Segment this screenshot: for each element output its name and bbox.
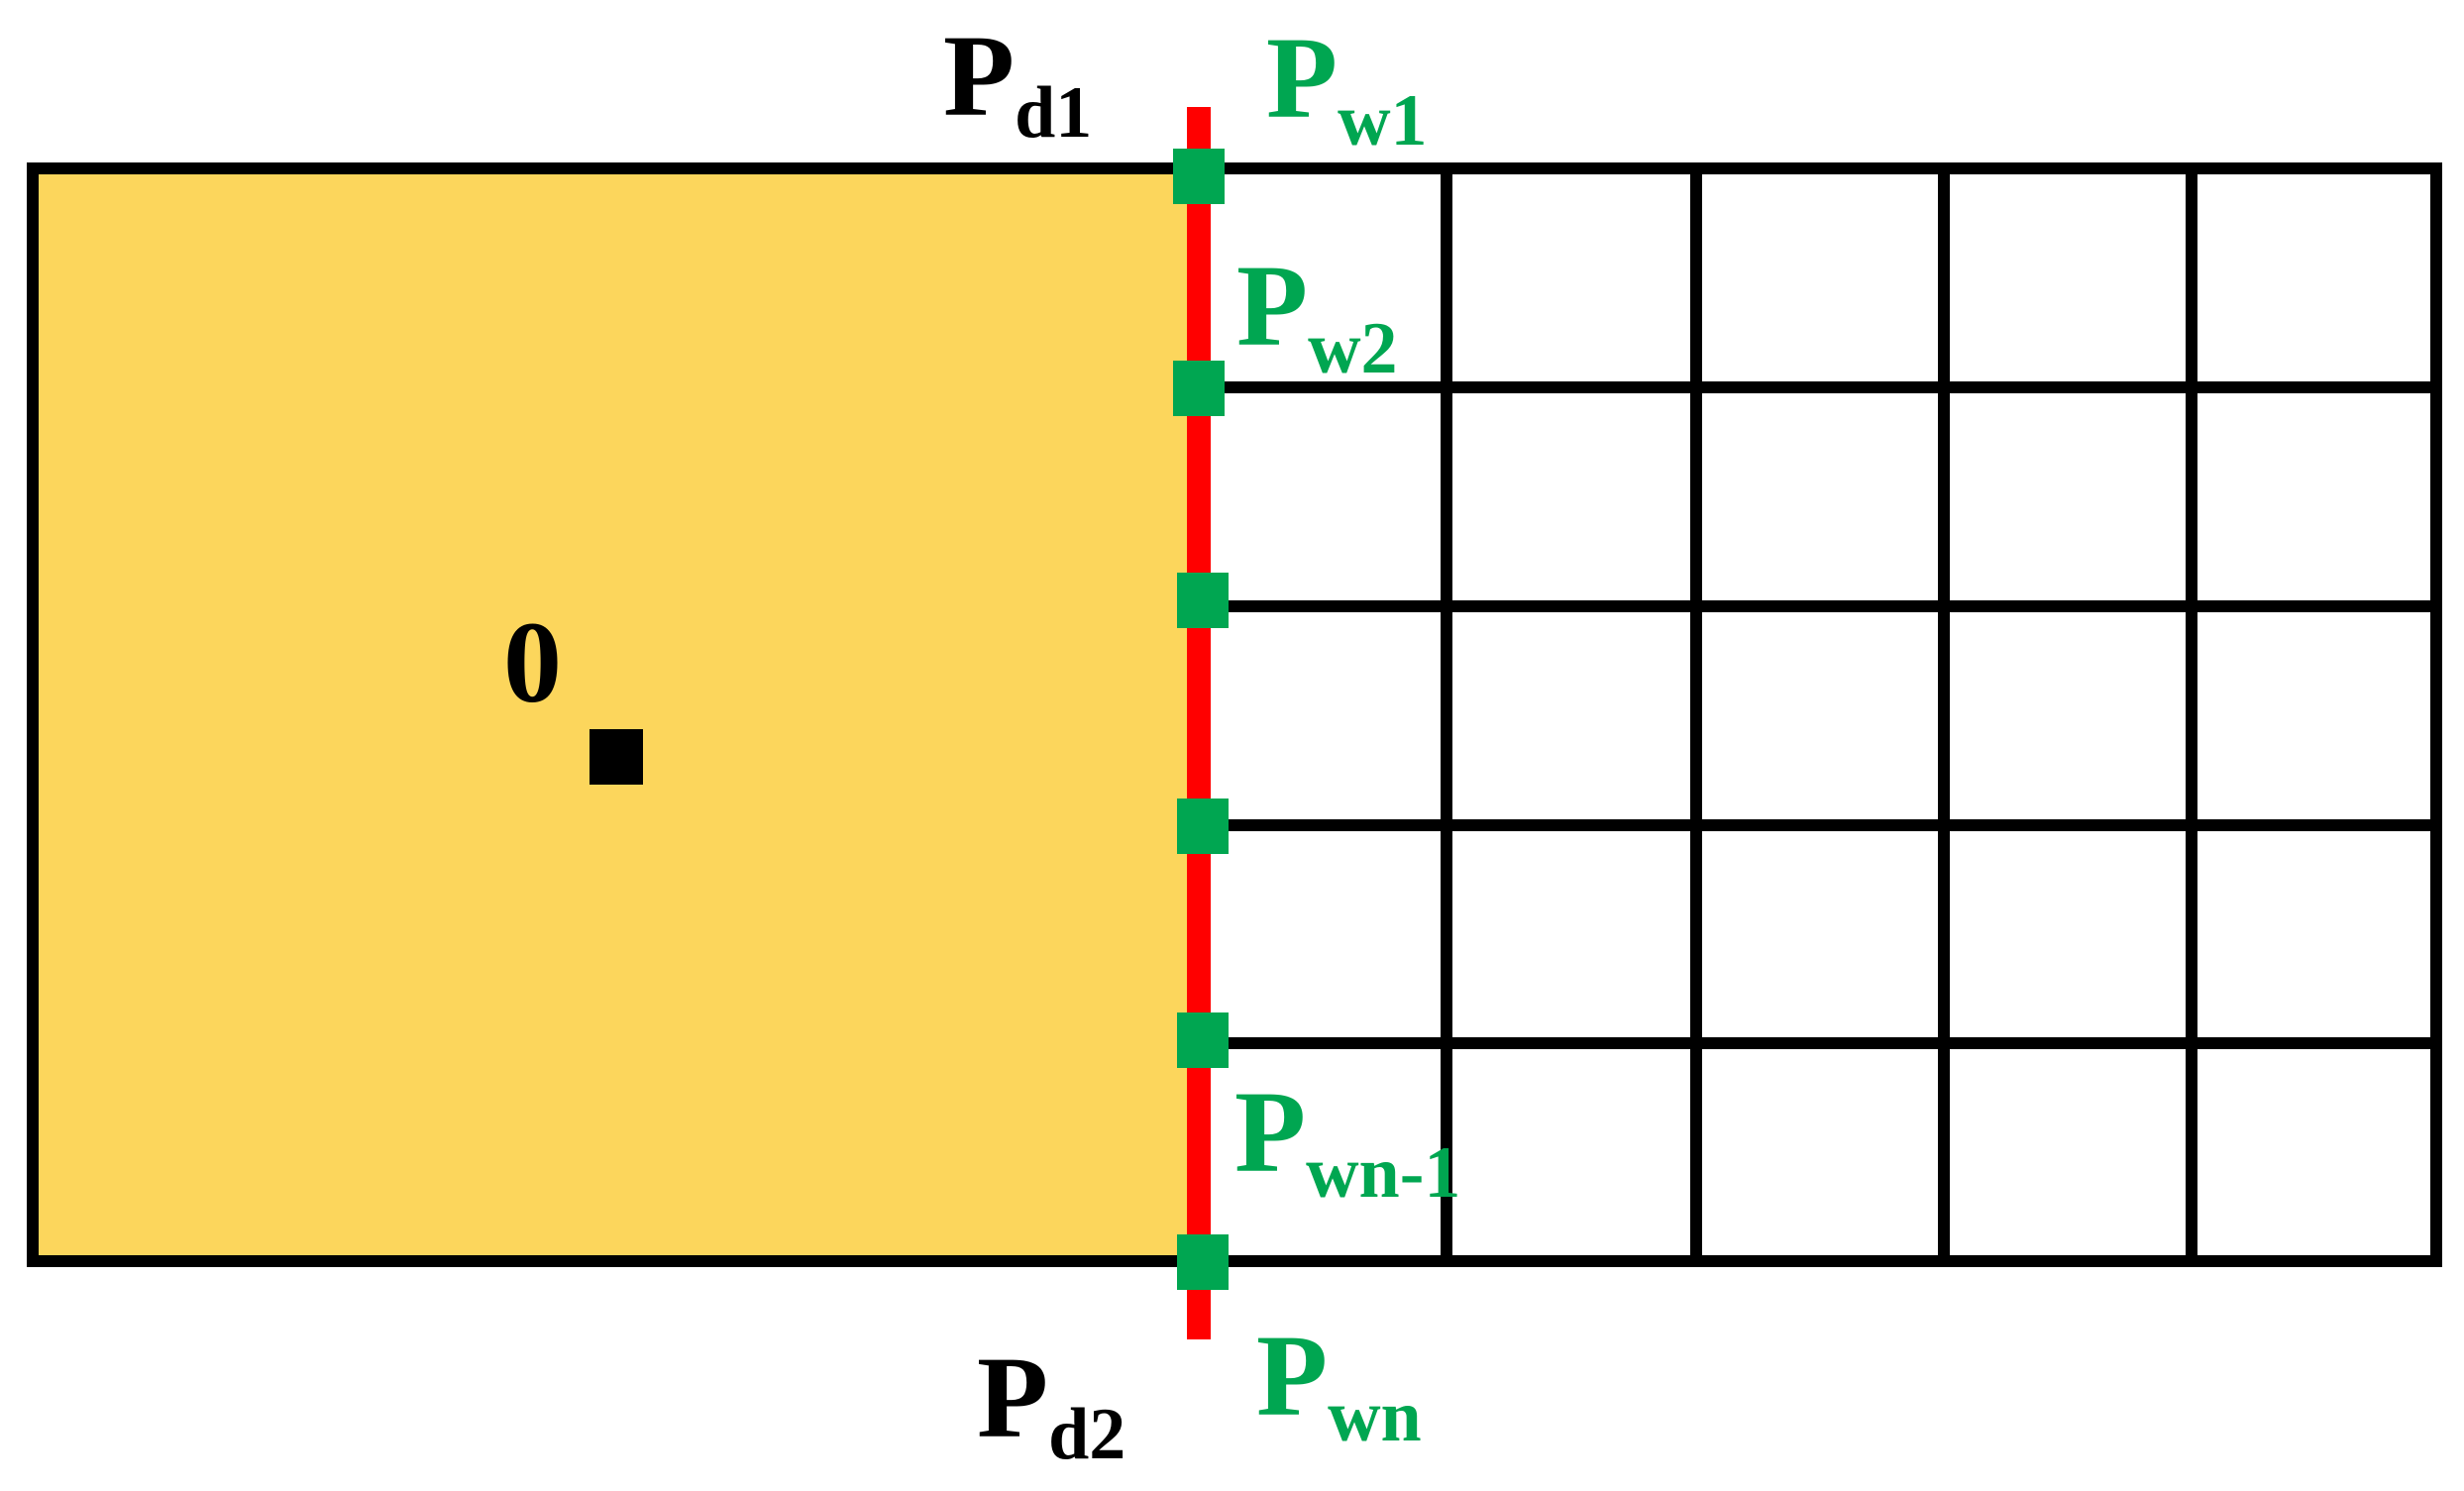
domain-region [33,168,1199,1261]
label-pwn-1: Pwn-1 [1234,1067,1460,1214]
label-pwn: Pwn [1256,1311,1422,1457]
node-pwn-1 [1177,1012,1229,1068]
label-pw2: Pw2 [1236,241,1398,389]
origin-label: 0 [503,597,562,727]
grid-mesh [27,162,2442,1267]
origin-marker [589,729,643,785]
label-pw1: Pw1 [1266,13,1428,161]
node-4 [1177,799,1229,854]
label-pd2: Pd2 [977,1332,1125,1475]
boundary-nodes [1173,149,1229,1290]
node-pw1 [1173,149,1225,204]
node-3 [1177,573,1229,628]
node-pwn [1177,1234,1229,1290]
node-pw2 [1173,361,1225,416]
outer-frame [27,162,2442,1267]
label-pd1: Pd1 [943,11,1092,154]
